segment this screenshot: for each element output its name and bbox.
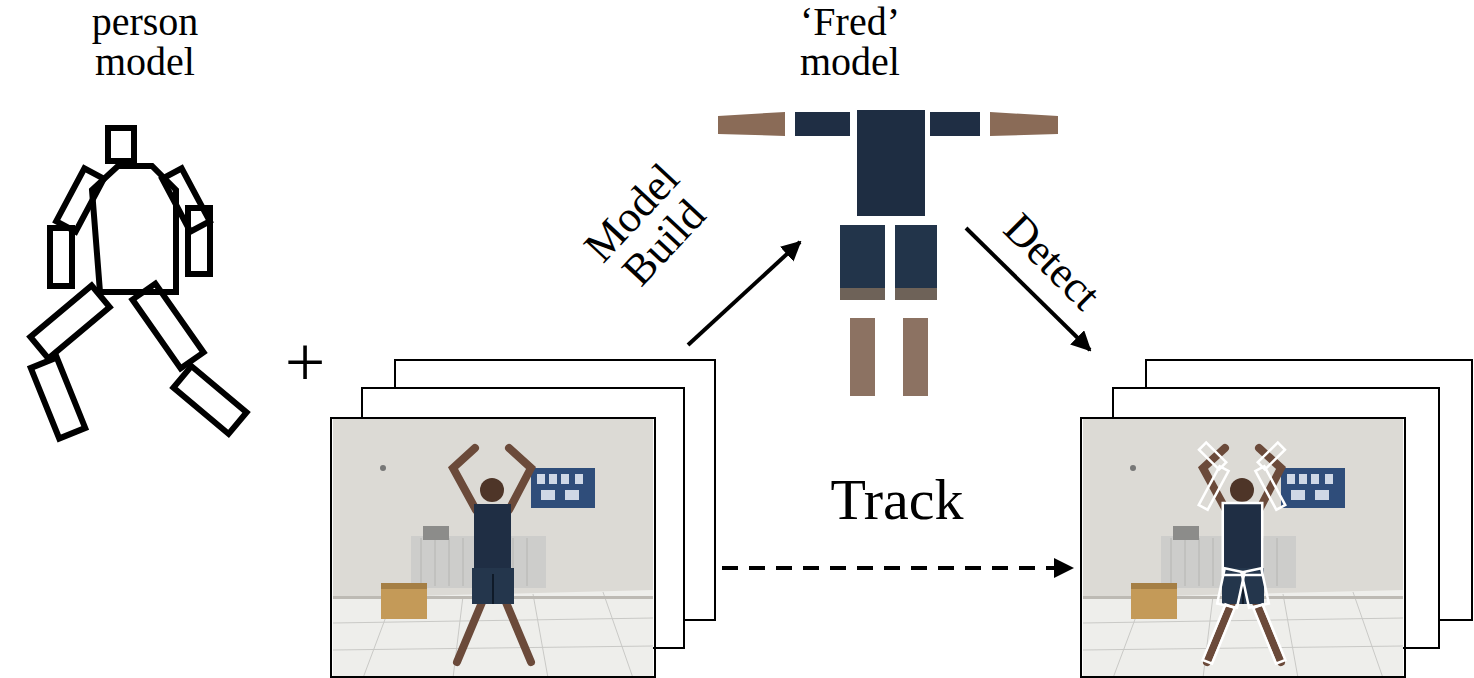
arrow-label: Model Build bbox=[571, 150, 724, 305]
heading-text: person model bbox=[40, 2, 250, 82]
stick-figure bbox=[30, 128, 246, 438]
arrow-label: Detect bbox=[966, 176, 1139, 349]
model-heading: person model bbox=[40, 2, 250, 82]
track-arrow bbox=[722, 566, 1072, 570]
video-frames bbox=[331, 360, 715, 678]
appearance-model bbox=[718, 110, 1058, 396]
model-heading: ‘Fred’ model bbox=[752, 2, 948, 82]
plus-sign: + bbox=[270, 326, 340, 398]
build-arrow bbox=[688, 242, 800, 345]
heading-text: ‘Fred’ model bbox=[752, 2, 948, 82]
video-frames bbox=[1081, 360, 1472, 678]
arrow-label: Track bbox=[802, 471, 992, 529]
